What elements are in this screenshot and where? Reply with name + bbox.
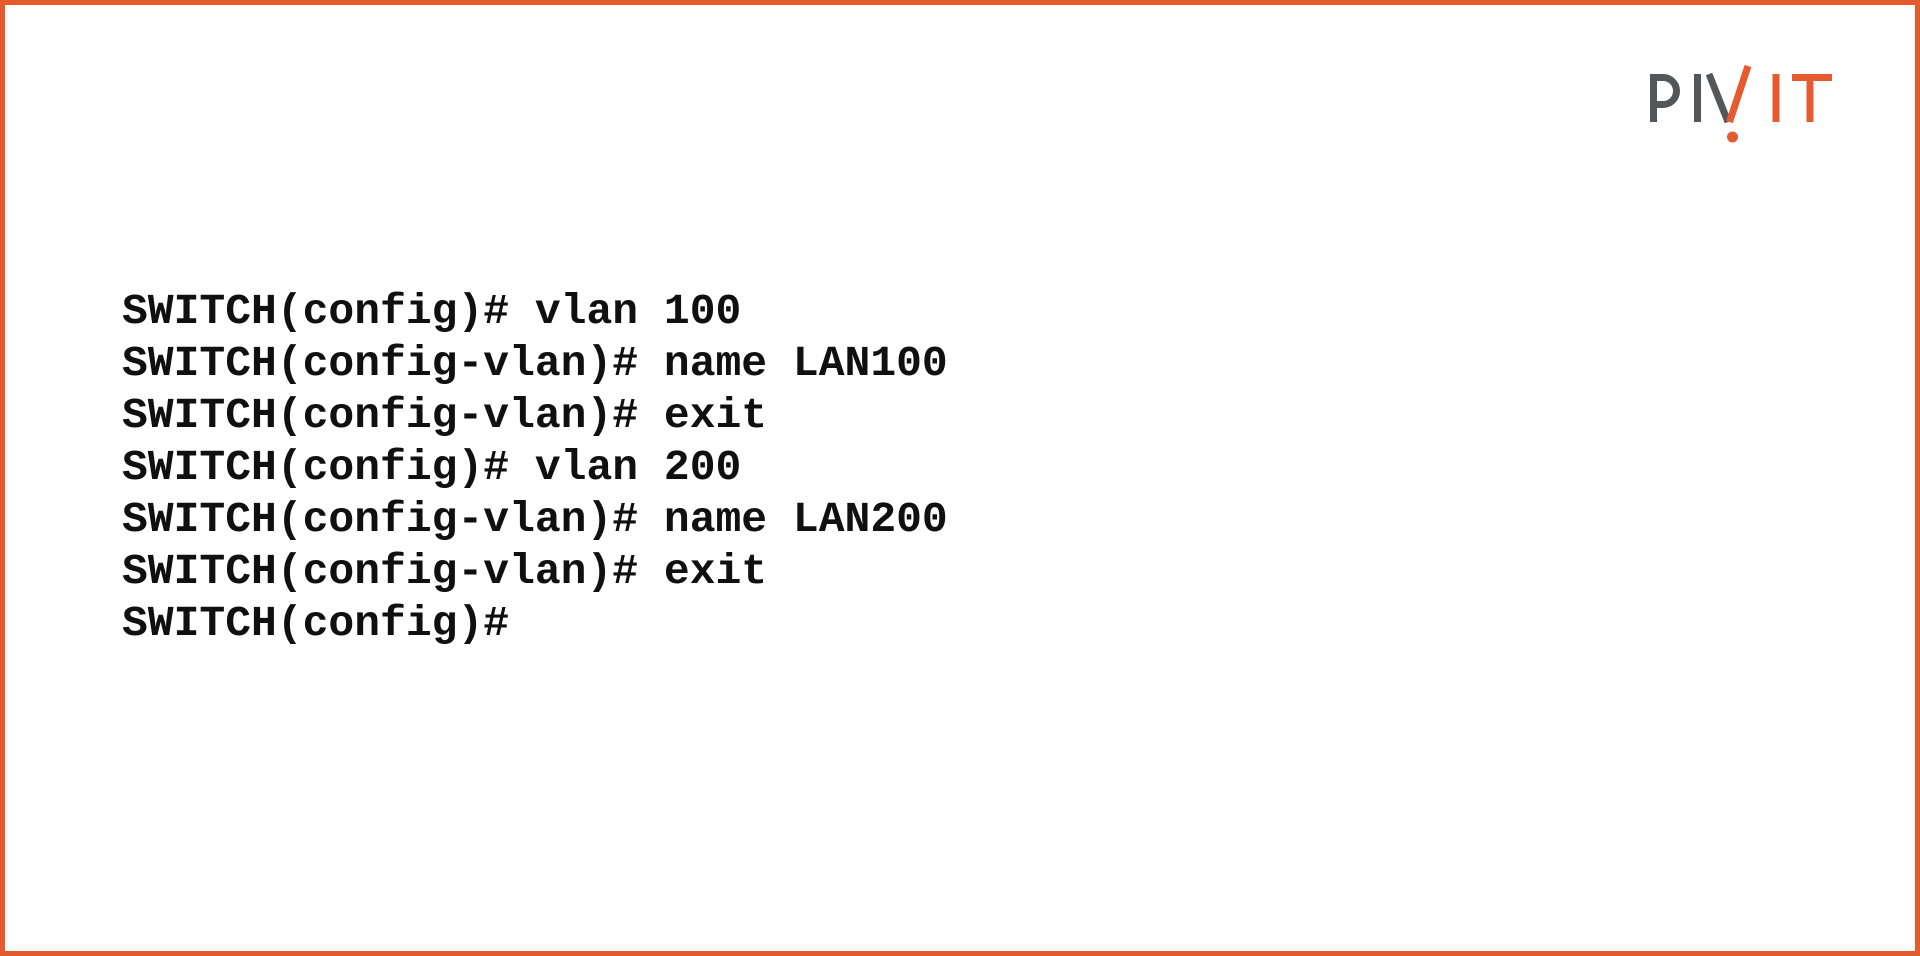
terminal-line: SWITCH(config)# bbox=[122, 599, 510, 648]
pivit-logo bbox=[1650, 64, 1832, 143]
logo-exclamation-slash-icon bbox=[1726, 64, 1752, 124]
logo-gray-letters bbox=[1650, 72, 1732, 124]
terminal-line: SWITCH(config-vlan)# exit bbox=[122, 391, 768, 440]
logo-exclamation-dot-icon bbox=[1727, 131, 1738, 143]
logo-letter-v-left-stroke bbox=[1705, 72, 1732, 124]
logo-orange-letters bbox=[1726, 64, 1832, 124]
terminal-line: SWITCH(config)# vlan 100 bbox=[122, 287, 742, 336]
terminal-line: SWITCH(config-vlan)# name LAN100 bbox=[122, 339, 948, 388]
terminal-line: SWITCH(config-vlan)# exit bbox=[122, 547, 768, 596]
terminal-line: SWITCH(config)# vlan 200 bbox=[122, 443, 742, 492]
logo-letter-p bbox=[1650, 74, 1680, 122]
terminal-line: SWITCH(config-vlan)# name LAN200 bbox=[122, 495, 948, 544]
